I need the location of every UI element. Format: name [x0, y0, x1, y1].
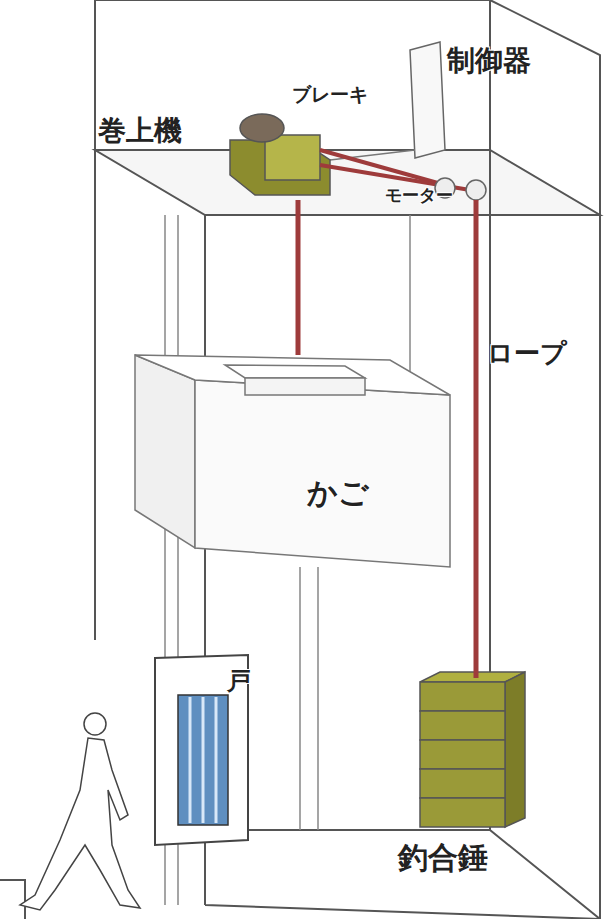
car-top	[135, 355, 450, 395]
weight-block	[420, 798, 505, 827]
weight-block	[420, 740, 505, 769]
weight-block	[420, 711, 505, 740]
shaft-wall	[95, 150, 600, 919]
rope-label: ロープ	[487, 336, 567, 371]
brake-label: ブレーキ	[292, 82, 368, 108]
weight-side	[505, 672, 525, 827]
controller-panel	[410, 42, 445, 158]
node-label: 巻上機	[98, 112, 182, 150]
controller-label: 制御器	[447, 42, 531, 80]
door-stripe	[190, 697, 216, 823]
person-body	[20, 738, 140, 910]
car-front	[195, 380, 450, 567]
hoist-body	[265, 135, 320, 180]
car-top-beam	[225, 365, 365, 378]
brake-drum	[240, 114, 284, 142]
motor-label: モーター	[385, 184, 453, 207]
counterweight-rope	[474, 200, 479, 678]
car-side	[135, 355, 195, 548]
machine-room-wall	[95, 0, 600, 215]
motor-sheave	[466, 180, 486, 200]
hoist-rope	[296, 200, 301, 355]
door-node: 戸	[155, 655, 250, 840]
weight-block	[420, 682, 505, 711]
car-top-beam	[245, 378, 365, 395]
person-figure	[20, 713, 140, 910]
counterweight-drawing	[420, 672, 525, 827]
corner-mark	[0, 880, 25, 919]
node-label: 釣合錘	[398, 838, 488, 879]
car-node: かご	[135, 355, 450, 567]
node-label: かご	[307, 473, 369, 514]
node-label: 戸	[227, 665, 251, 697]
machine-room-floor	[95, 150, 600, 215]
weight-block	[420, 769, 505, 798]
counterweight-node: 釣合錘	[420, 678, 528, 830]
door-glass	[178, 695, 228, 825]
car-drawing	[135, 355, 450, 567]
person-head	[84, 713, 106, 735]
